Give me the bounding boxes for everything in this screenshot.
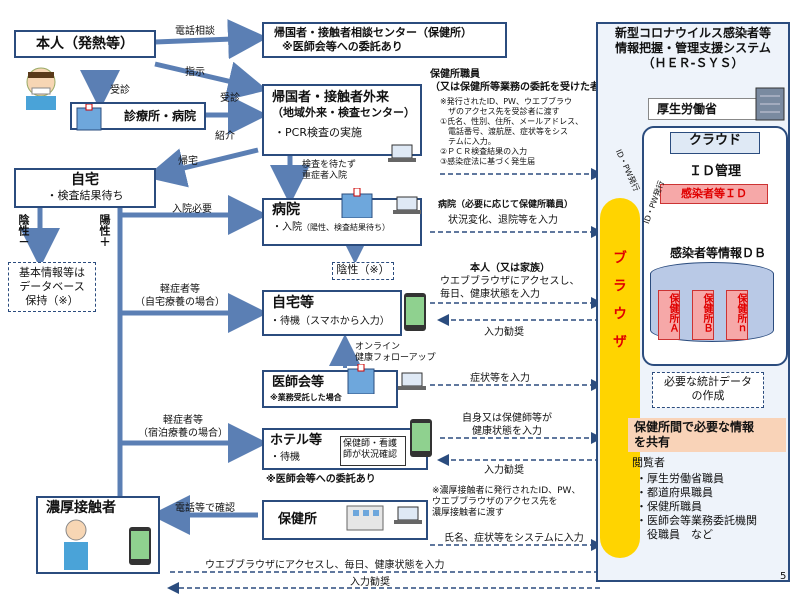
basic-database-note: 基本情報等は データベース 保持（※）	[8, 262, 96, 312]
contact-person-icon	[56, 518, 96, 570]
viewer-item: ・都道府県職員	[636, 486, 713, 499]
negative-label: 陰性－	[17, 214, 30, 247]
name-symptom-input: 氏名、症状等をシステムに入力	[444, 533, 584, 544]
viewers-title: 閲覧者	[632, 456, 665, 469]
laptop-icon	[388, 144, 416, 164]
cloud-label: クラウド	[670, 132, 760, 154]
laptop-icon-doctors	[398, 372, 426, 392]
mild-home-label: 軽症者等 （自宅療養の場合）	[135, 284, 225, 308]
infected-id-label: 感染者等ＩＤ	[660, 184, 768, 204]
admit-note: 検査を待たず 重症者入院	[302, 160, 357, 181]
consultation-center-box: 帰国者・接触者相談センター（保健所） ※医師会等への委託あり	[262, 22, 507, 58]
mild-hotel-label: 軽症者等 （宿泊療養の場合）	[138, 415, 228, 439]
hospital-building-icon	[340, 187, 374, 219]
patient-title: 本人（発熱等）	[36, 36, 134, 52]
hospital-sub: ・入院	[272, 222, 302, 233]
phone-confirm-label: 電話等で確認	[175, 503, 235, 514]
doctors-box: 医師会等 ※業務受託した場合	[262, 370, 398, 408]
clinic-label: 診療所・病院	[124, 109, 197, 123]
smartphone-icon-contact	[128, 526, 152, 566]
db-health-center-b: 保健所Ｂ	[692, 290, 714, 340]
contact-id-note: ※濃厚接触者に発行されたID、PW、 ウエブブラウザのアクセス先を 濃厚接触者に…	[432, 486, 581, 518]
db-health-center-a: 保健所Ａ	[658, 290, 680, 340]
bottom-input-encourage: 入力勧奨	[350, 577, 390, 588]
viewer-item: ・保健所職員	[636, 500, 702, 513]
health-center-building-icon	[345, 498, 385, 532]
outpatient-pcr: ・PCR検査の実施	[274, 126, 362, 139]
server-building-icon	[752, 86, 788, 122]
viewers-list: ・厚生労働省職員 ・都道府県職員 ・保健所職員 ・医師会等業務委託機関 役職員 …	[636, 472, 786, 542]
doctors-note: ※業務受託した場合	[270, 393, 342, 402]
phone-consult-label: 電話相談	[175, 26, 215, 37]
clinic-building-icon	[74, 103, 104, 132]
online-followup-label: オンライン 健康フォローアップ	[355, 342, 436, 363]
self-detail: ウエブブラウザにアクセスし、 毎日、健康状態を入力	[440, 276, 580, 300]
smartphone-icon-hotel	[408, 418, 434, 458]
hospital-box: 病院 ・入院（陽性、検査結果待ち）	[262, 198, 422, 246]
share-banner: 保健所間で必要な情報 を共有	[628, 418, 786, 452]
viewer-item: ・厚生労働省職員	[636, 472, 724, 485]
doctors-building-icon	[346, 363, 376, 395]
go-home-label: 帰宅	[178, 156, 198, 167]
hospital-sub-detail: （陽性、検査結果待ち）	[302, 223, 390, 232]
input-encourage-home: 入力勧奨	[484, 327, 524, 338]
patient-box: 本人（発熱等）	[14, 30, 156, 58]
home-etc-title: 自宅等	[272, 295, 314, 311]
hospital-title: 病院	[272, 202, 300, 218]
smartphone-icon	[402, 292, 428, 332]
close-contact-title: 濃厚接触者	[46, 500, 116, 516]
browser-bar	[600, 198, 640, 558]
viewer-item: ・医師会等業務委託機関 役職員 など	[636, 514, 757, 541]
doctors-title: 医師会等	[272, 375, 325, 390]
instruction-label: 指示	[185, 67, 205, 78]
health-center-title: 保健所	[278, 512, 318, 527]
hotel-note: ※医師会等への委託あり	[266, 474, 376, 485]
staff-title: 保健所職員 （又は保健所等業務の委託を受けた者）	[430, 69, 610, 93]
outpatient-box: 帰国者・接触者外来 （地域外来・検査センター） ・PCR検査の実施	[262, 84, 422, 156]
arrow-instruction	[154, 61, 268, 101]
laptop-icon-hospital	[393, 196, 421, 216]
laptop-icon-health-center	[394, 506, 422, 526]
hotel-title: ホテル等	[270, 433, 323, 448]
visit-label-1: 受診	[110, 85, 130, 96]
page-number: 5	[780, 571, 787, 582]
positive-label: 陽性＋	[98, 214, 111, 247]
consultation-center-title: 帰国者・接触者相談センター（保健所）	[274, 26, 472, 39]
input-encourage-hotel: 入力勧奨	[484, 465, 524, 476]
home-etc-box: 自宅等 ・待機（スマホから入力）	[262, 290, 402, 336]
home-title: 自宅	[71, 172, 99, 188]
symptom-input: 症状等を入力	[470, 373, 530, 384]
hospital-input-title: 病院（必要に応じて保健所職員）	[438, 200, 574, 210]
outpatient-sub: （地域外来・検査センター）	[272, 106, 415, 119]
outpatient-title: 帰国者・接触者外来	[272, 90, 390, 105]
arrow-phone-consult	[154, 19, 268, 60]
self-or-nurse-input: 自身又は保健師等が 健康状態を入力	[462, 413, 552, 437]
home-etc-sub: ・待機（スマホから入力）	[270, 316, 390, 327]
home-box: 自宅 ・検査結果待ち	[14, 168, 156, 208]
db-title: 感染者等情報ＤＢ	[669, 246, 766, 260]
id-management-label: ＩＤ管理	[688, 164, 741, 179]
self-title: 本人（又は家族）	[470, 263, 550, 274]
db-health-center-n: 保健所ｎ	[726, 290, 748, 340]
hospital-input: 状況変化、退院等を入力	[448, 215, 558, 226]
visit-label-2: 受診	[220, 93, 240, 104]
home-sub: ・検査結果待ち	[46, 189, 124, 202]
consultation-center-note: ※医師会等への委託あり	[282, 40, 403, 53]
hotel-sub: ・待機	[270, 452, 300, 463]
stats-box: 必要な統計データ の作成	[652, 372, 764, 408]
hotel-nurse-check: 保健師・看護 師が状況確認	[340, 436, 406, 466]
hospital-needed-label: 入院必要	[172, 204, 212, 215]
browser-label: ブラウザ	[611, 250, 627, 362]
staff-detail: ※発行されたID、PW、ウエブブラウ ザのアクセス先を受診者に渡す ①氏名、性別…	[440, 97, 584, 166]
mhlw-label: 厚生労働省	[648, 98, 768, 120]
negative-result: 陰性（※）	[332, 262, 394, 280]
patient-icon	[16, 62, 66, 112]
referral-label: 紹介	[215, 131, 235, 142]
arrow-go-home	[145, 147, 259, 188]
bottom-browser-input: ウエブブラウザにアクセスし、毎日、健康状態を入力	[205, 560, 445, 571]
system-title: 新型コロナウイルス感染者等 情報把握・管理支援システム （ＨＥＲ-ＳＹＳ）	[614, 26, 771, 70]
